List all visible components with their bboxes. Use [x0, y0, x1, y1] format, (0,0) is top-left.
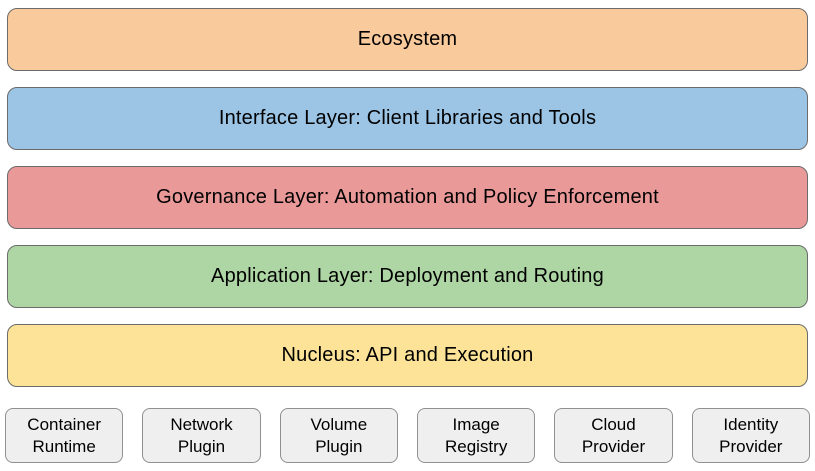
provider-label-line: Provider [719, 436, 783, 456]
provider-label-line: Plugin [177, 436, 226, 456]
provider-label-line: Registry [444, 436, 508, 456]
provider-label-line: Network [170, 414, 233, 434]
provider-label-line: Cloud [591, 414, 636, 434]
layer-governance-label: Governance Layer: Automation and Policy … [156, 186, 659, 208]
provider-label-line: Identity [723, 414, 779, 434]
layer-application-label: Application Layer: Deployment and Routin… [211, 265, 604, 287]
provider-container-runtime: Container Runtime [5, 408, 124, 463]
provider-label-line: Provider [581, 436, 646, 456]
provider-label-line: Plugin [315, 436, 363, 456]
layer-nucleus: Nucleus: API and Execution [7, 324, 808, 387]
layer-application: Application Layer: Deployment and Routin… [7, 245, 808, 308]
provider-image-registry: Image Registry [416, 408, 536, 463]
provider-label-line: Container [27, 414, 102, 434]
layer-nucleus-label: Nucleus: API and Execution [281, 344, 534, 366]
provider-label-line: Image [452, 414, 500, 434]
layer-interface: Interface Layer: Client Libraries and To… [7, 87, 808, 150]
provider-identity-provider: Identity Provider [691, 408, 810, 463]
layer-stack: Ecosystem Interface Layer: Client Librar… [7, 8, 808, 387]
provider-volume-plugin: Volume Plugin [279, 408, 398, 463]
layer-interface-label: Interface Layer: Client Libraries and To… [218, 107, 597, 129]
provider-cloud-provider: Cloud Provider [554, 408, 673, 463]
provider-label-line: Volume [310, 414, 368, 434]
provider-label-line: Runtime [32, 436, 96, 456]
layer-ecosystem-label: Ecosystem [357, 28, 458, 50]
provider-row: Container Runtime Network Plugin Volume … [0, 408, 815, 463]
layer-ecosystem: Ecosystem [7, 8, 808, 71]
provider-network-plugin: Network Plugin [142, 408, 261, 463]
layer-governance: Governance Layer: Automation and Policy … [7, 166, 808, 229]
